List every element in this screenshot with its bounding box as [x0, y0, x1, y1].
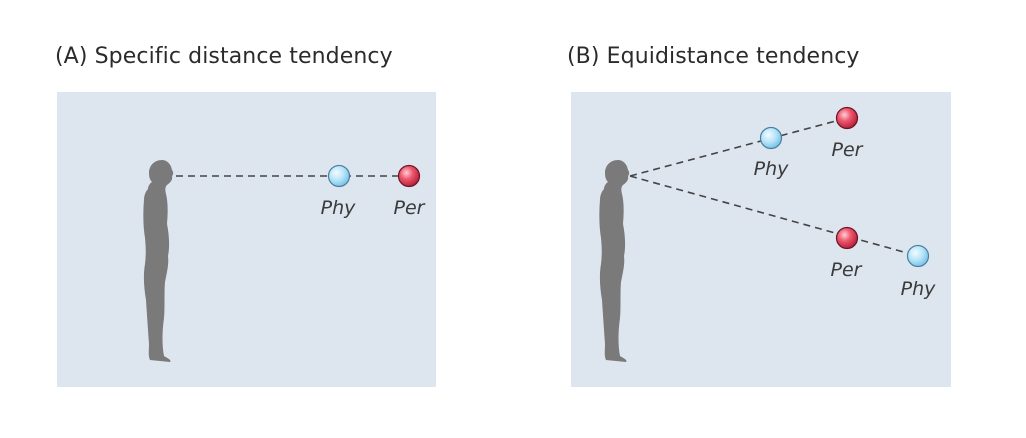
panel-b-physical-dot — [906, 244, 930, 268]
panel-a-person-silhouette-icon — [143, 160, 174, 362]
panel-b-sight-line-2 — [629, 175, 919, 257]
panel-b-physical-label: Phy — [901, 278, 936, 300]
panel-b-perceived-label: Per — [832, 139, 864, 161]
panel-b-title: (B) Equidistance tendency — [567, 44, 860, 69]
panel-a-title: (A) Specific distance tendency — [55, 44, 393, 69]
panel-b-physical-dot — [759, 126, 783, 150]
panel-a-physical-label: Phy — [321, 197, 356, 219]
panel-a-perceived-dot — [397, 164, 421, 188]
panel-b-physical-label: Phy — [754, 158, 789, 180]
panel-b-sight-line-1 — [629, 117, 848, 177]
panel-b-perceived-dot — [835, 106, 859, 130]
panel-a-background — [57, 92, 436, 387]
panel-b-person-silhouette-icon — [599, 160, 630, 362]
panel-a-perceived-label: Per — [394, 197, 426, 219]
panel-b-perceived-dot — [835, 226, 859, 250]
panel-b-perceived-label: Per — [831, 259, 863, 281]
panel-a-physical-dot — [327, 164, 351, 188]
